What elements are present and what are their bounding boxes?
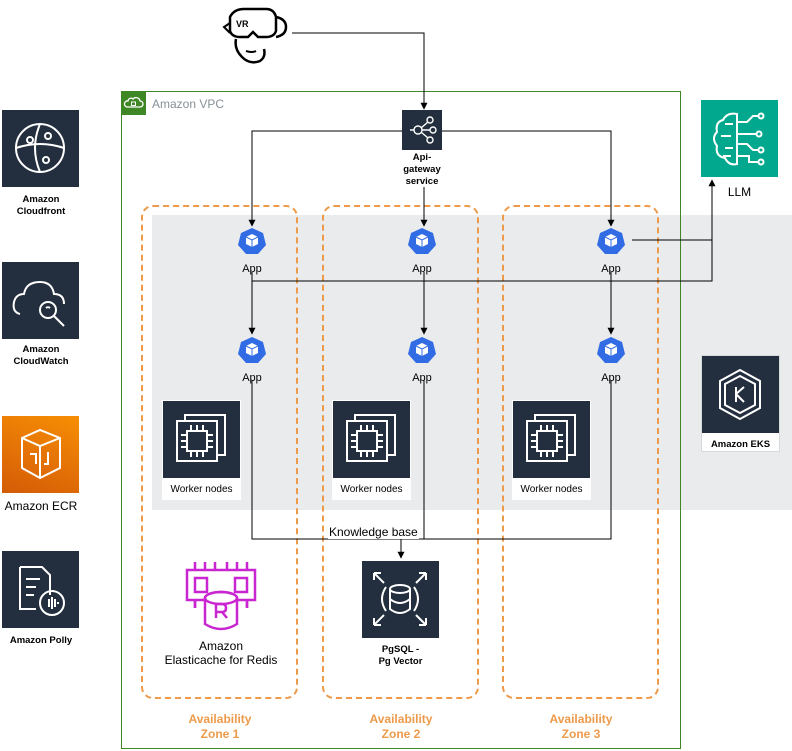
worker-nodes-tile-z1: Worker nodes xyxy=(162,400,241,500)
cloudwatch-icon xyxy=(2,262,79,339)
ec2-chip-icon xyxy=(333,401,410,478)
app-label-z1-r2: App xyxy=(242,372,262,384)
api-gateway-label: Api- gateway service xyxy=(403,152,441,187)
app-label-z2-r2: App xyxy=(412,372,432,384)
app-label-z1-r1: App xyxy=(242,263,262,275)
availability-zone-2 xyxy=(322,205,479,699)
worker-nodes-tile-z2: Worker nodes xyxy=(332,400,411,500)
cloudfront-icon xyxy=(2,110,79,187)
elasticache-redis-icon xyxy=(181,558,261,634)
eks-icon xyxy=(702,356,779,433)
kubernetes-pod-icon xyxy=(238,228,266,254)
vpc-badge-icon xyxy=(121,91,146,115)
vpc-boundary xyxy=(121,91,681,749)
eks-label: Amazon EKS xyxy=(710,439,771,450)
ecr-label: Amazon ECR xyxy=(4,499,78,513)
cloudfront-label: Amazon Cloudfront xyxy=(16,194,66,217)
worker-nodes-tile-z3: Worker nodes xyxy=(512,400,591,500)
app-label-z2-r1: App xyxy=(412,263,432,275)
app-pod-z1-r2 xyxy=(238,336,266,364)
vpc-title: Amazon VPC xyxy=(152,97,225,111)
vr-text: VR xyxy=(236,19,249,29)
eks-cluster-band xyxy=(152,215,792,510)
worker-nodes-label: Worker nodes xyxy=(332,484,411,495)
pgsql-label: PgSQL - Pg Vector xyxy=(378,644,423,667)
worker-nodes-label: Worker nodes xyxy=(162,484,241,495)
kubernetes-pod-icon xyxy=(408,228,436,254)
ec2-chip-icon xyxy=(513,401,590,478)
app-pod-z1-r1 xyxy=(238,227,266,255)
availability-zone-3 xyxy=(502,205,659,699)
availability-zone-2-label: Availability Zone 2 xyxy=(369,712,433,741)
elasticache-redis-label: Amazon Elasticache for Redis xyxy=(164,639,278,667)
kubernetes-pod-icon xyxy=(408,337,436,363)
availability-zone-3-label: Availability Zone 3 xyxy=(549,712,613,741)
availability-zone-1 xyxy=(141,205,298,699)
worker-nodes-label: Worker nodes xyxy=(512,484,591,495)
llm-label: LLM xyxy=(727,185,752,199)
kubernetes-pod-icon xyxy=(597,337,625,363)
app-pod-z2-r1 xyxy=(408,227,436,255)
eks-tile: Amazon EKS xyxy=(701,355,780,452)
vr-headset-icon: VR xyxy=(222,3,292,69)
cloudwatch-label: Amazon CloudWatch xyxy=(13,344,69,367)
app-pod-z2-r2 xyxy=(408,336,436,364)
knowledge-base-label: Knowledge base xyxy=(328,525,419,539)
llm-icon xyxy=(701,100,778,177)
app-label-z3-r2: App xyxy=(601,372,621,384)
ec2-chip-icon xyxy=(163,401,240,478)
polly-icon xyxy=(2,551,79,628)
api-gateway-icon xyxy=(402,110,442,150)
app-label-z3-r1: App xyxy=(601,263,621,275)
availability-zone-1-label: Availability Zone 1 xyxy=(188,712,252,741)
polly-label: Amazon Polly xyxy=(9,635,73,646)
ecr-icon xyxy=(2,416,79,493)
kubernetes-pod-icon xyxy=(238,337,266,363)
pgsql-database-icon xyxy=(362,561,439,638)
kubernetes-pod-icon xyxy=(597,228,625,254)
app-pod-z3-r2 xyxy=(597,336,625,364)
app-pod-z3-r1 xyxy=(597,227,625,255)
